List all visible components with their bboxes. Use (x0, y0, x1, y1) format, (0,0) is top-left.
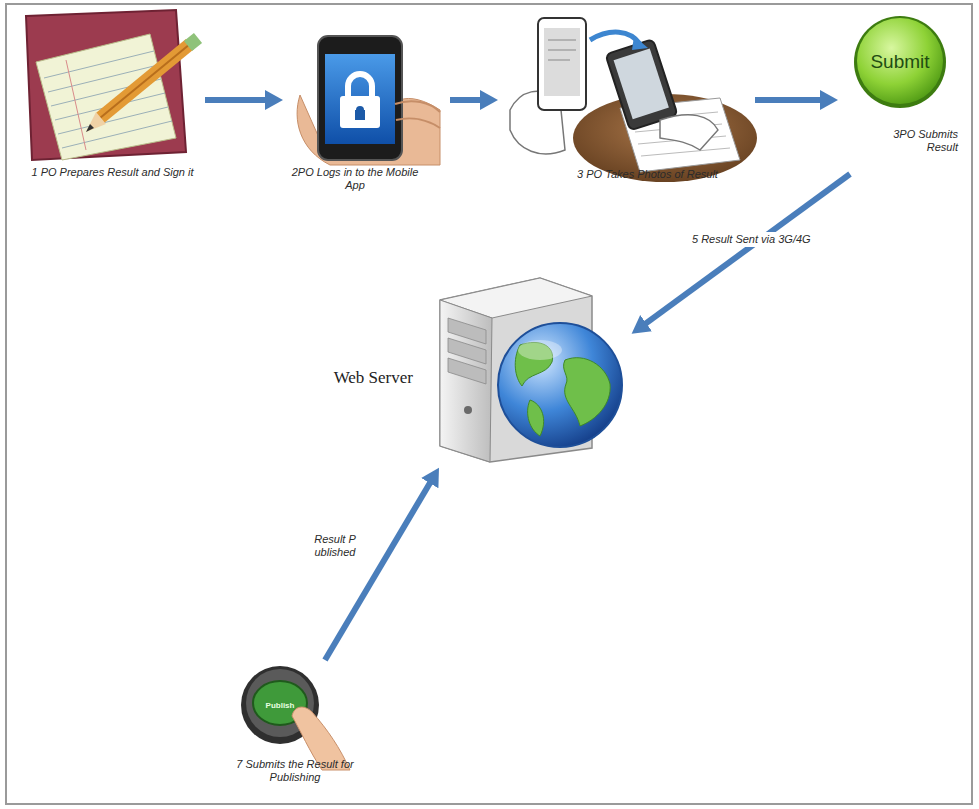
flow-arrow (450, 97, 482, 103)
flow-arrow (645, 174, 850, 324)
submit-node: Submit 3PO Submits Result (840, 12, 962, 174)
step-caption: 7 Submits the Result for Publishing (215, 758, 375, 784)
step-box: 2PO Logs in to the Mobile App (285, 30, 450, 212)
publish-button-icon (241, 666, 350, 770)
server-label: Web Server (285, 368, 413, 388)
button-label: Publish (265, 701, 295, 711)
photo-capture-icon (510, 18, 757, 182)
frame (6, 4, 972, 804)
edge-label: 5 Result Sent via 3G/4G (690, 232, 813, 247)
edge-label: Result Published (312, 532, 358, 560)
button-label: Submit (840, 51, 960, 73)
step-caption: 1 PO Prepares Result and Sign it (30, 166, 195, 179)
step-caption: 3 PO Takes Photos of Result (555, 168, 740, 181)
flow-arrow (205, 97, 267, 103)
step-caption: 3PO Submits Result (868, 128, 958, 154)
notepad-icon (26, 10, 198, 160)
web-server-icon (440, 278, 622, 462)
step-box: 3 PO Takes Photos of Result (500, 10, 755, 188)
step-box: 1 PO Prepares Result and Sign it (20, 10, 205, 202)
server-node: Web Server (430, 272, 630, 466)
flow-arrow (755, 97, 822, 103)
step-caption: 2PO Logs in to the Mobile App (285, 166, 425, 192)
flow-arrow (325, 481, 431, 660)
publish-node: Publish 7 Submits the Result for Publishi… (215, 660, 375, 798)
phone-lock-icon (297, 36, 440, 165)
